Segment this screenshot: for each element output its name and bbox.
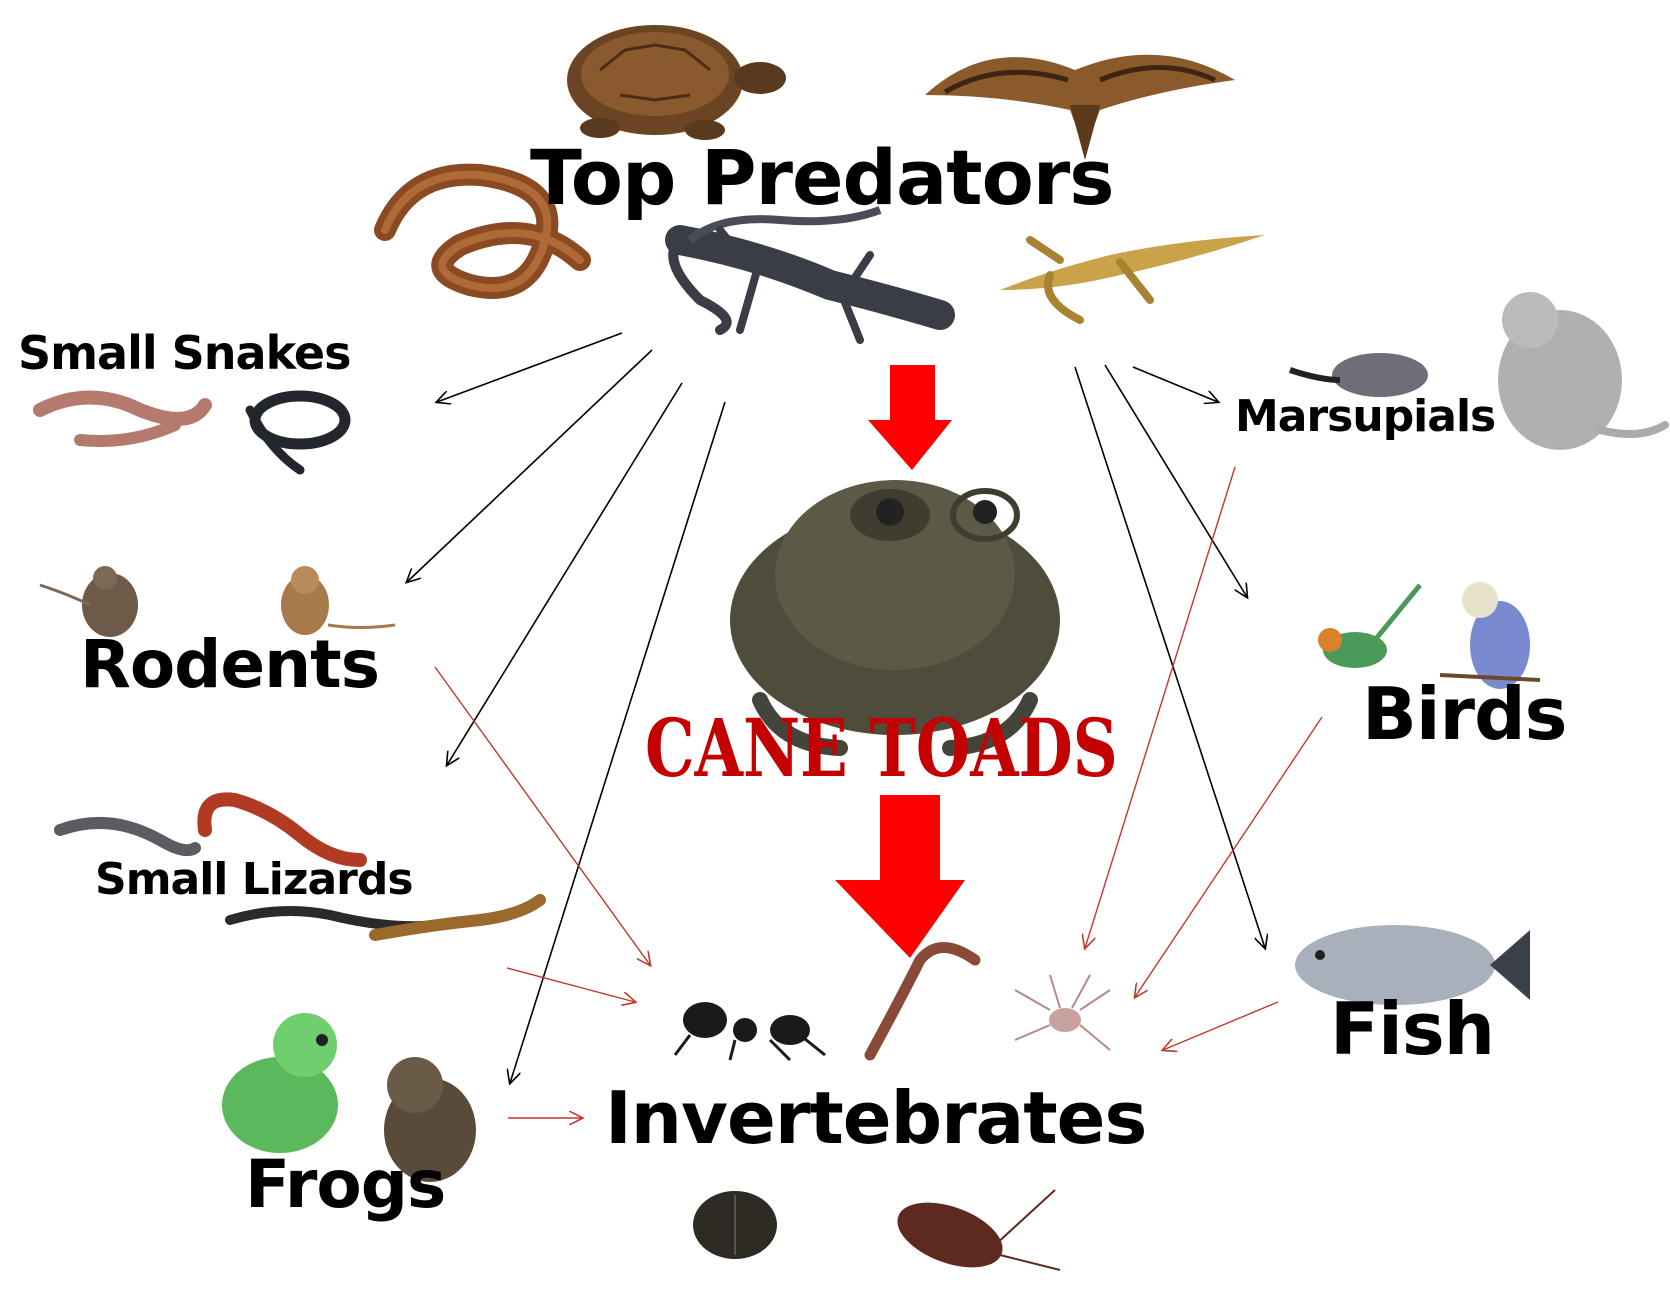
- top-predators-label: Top Predators: [530, 140, 1114, 216]
- arrow-to-marsupials: [1133, 367, 1218, 402]
- turtle-icon: [567, 25, 786, 140]
- goanna-icon: [673, 210, 940, 340]
- hopping-mouse-icon: [281, 566, 395, 635]
- black-snake-icon: [250, 396, 345, 470]
- arrow-to-rodents: [407, 350, 652, 582]
- beetle-icon: [693, 1191, 777, 1259]
- brown-skink-icon: [375, 900, 540, 935]
- worm-icon: [870, 948, 975, 1056]
- small-snake-icon: [40, 398, 205, 442]
- arrow-to-small-snakes: [437, 333, 622, 402]
- arrow-to-birds: [1105, 365, 1247, 597]
- frogs-label: Frogs: [245, 1152, 445, 1218]
- crocodile-icon: [1000, 235, 1265, 320]
- small-lizards-label: Small Lizards: [95, 858, 413, 902]
- arrow-fish-to-invertebrates: [1163, 1002, 1278, 1050]
- quokka-icon: [1498, 292, 1665, 450]
- red-lizard-icon: [204, 799, 360, 860]
- green-frog-icon: [222, 1013, 338, 1153]
- arrow-birds-to-invertebrates: [1135, 717, 1322, 997]
- big-red-arrow-top: [868, 365, 952, 470]
- fish-label: Fish: [1330, 993, 1494, 1065]
- big-red-arrow-bottom: [835, 795, 965, 958]
- cane-toads-label: CANE TOADS: [645, 708, 1118, 788]
- spider-icon: [1015, 975, 1110, 1050]
- cockroach-icon: [889, 1190, 1060, 1280]
- bee-eater-icon: [1318, 585, 1420, 668]
- arrow-to-fish: [1075, 367, 1265, 948]
- birds-label: Birds: [1362, 678, 1566, 750]
- arrow-lizards-to-invertebrates: [507, 968, 635, 1002]
- rodents-label: Rodents: [80, 632, 379, 698]
- invertebrates-label: Invertebrates: [605, 1082, 1146, 1154]
- small-snakes-label: Small Snakes: [18, 330, 351, 376]
- marsupials-label: Marsupials: [1235, 395, 1495, 439]
- skink-icon: [60, 823, 195, 850]
- ant-icon: [675, 1002, 825, 1060]
